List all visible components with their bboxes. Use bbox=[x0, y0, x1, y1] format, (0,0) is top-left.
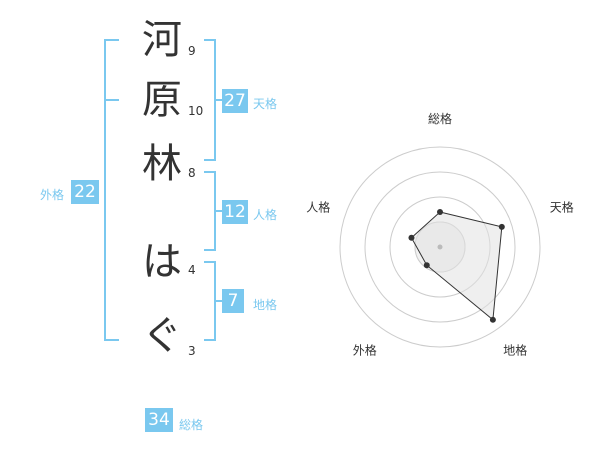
gaikaku-bracket bbox=[104, 39, 119, 341]
jinkaku-label: 人格 bbox=[253, 208, 278, 222]
tenkaku-value: 27 bbox=[222, 89, 248, 113]
radar-grid-circle-3 bbox=[364, 171, 516, 323]
stroke-count-1: 9 bbox=[188, 44, 196, 58]
radar-point-4 bbox=[423, 262, 430, 269]
radar-data-polygon bbox=[410, 211, 503, 321]
radar-axis-label-1: 総格 bbox=[428, 111, 452, 126]
tenkaku-label: 天格 bbox=[253, 97, 278, 111]
radar-axis-label-2: 天格 bbox=[550, 199, 574, 214]
gaikaku-value: 22 bbox=[71, 180, 99, 204]
radar-point-3 bbox=[489, 316, 496, 323]
stroke-count-4: 4 bbox=[188, 263, 196, 277]
radar-axis-label-5: 人格 bbox=[306, 199, 330, 214]
radar-point-2 bbox=[498, 223, 505, 230]
soukaku-label: 総格 bbox=[179, 418, 204, 432]
jinkaku-value: 12 bbox=[222, 200, 248, 224]
name-char-5: ぐ bbox=[142, 313, 182, 359]
radar-grid-circle-4 bbox=[339, 146, 541, 348]
chikaku-value: 7 bbox=[222, 289, 244, 313]
gaikaku-label: 外格 bbox=[40, 188, 65, 202]
radar-axis-label-4: 外格 bbox=[353, 343, 377, 358]
chikaku-label: 地格 bbox=[253, 298, 278, 312]
name-char-4: は bbox=[142, 239, 182, 285]
stroke-count-2: 10 bbox=[188, 104, 204, 118]
stroke-count-3: 8 bbox=[188, 166, 196, 180]
radar-axis-label-3: 地格 bbox=[503, 343, 527, 358]
name-char-3: 林 bbox=[142, 141, 182, 187]
stroke-count-5: 3 bbox=[188, 344, 196, 358]
name-char-1: 河 bbox=[142, 17, 182, 63]
name-char-2: 原 bbox=[142, 77, 182, 123]
radar-center-dot bbox=[437, 244, 443, 250]
radar-point-5 bbox=[408, 234, 415, 241]
soukaku-value: 34 bbox=[145, 408, 173, 432]
radar-point-1 bbox=[437, 209, 443, 215]
